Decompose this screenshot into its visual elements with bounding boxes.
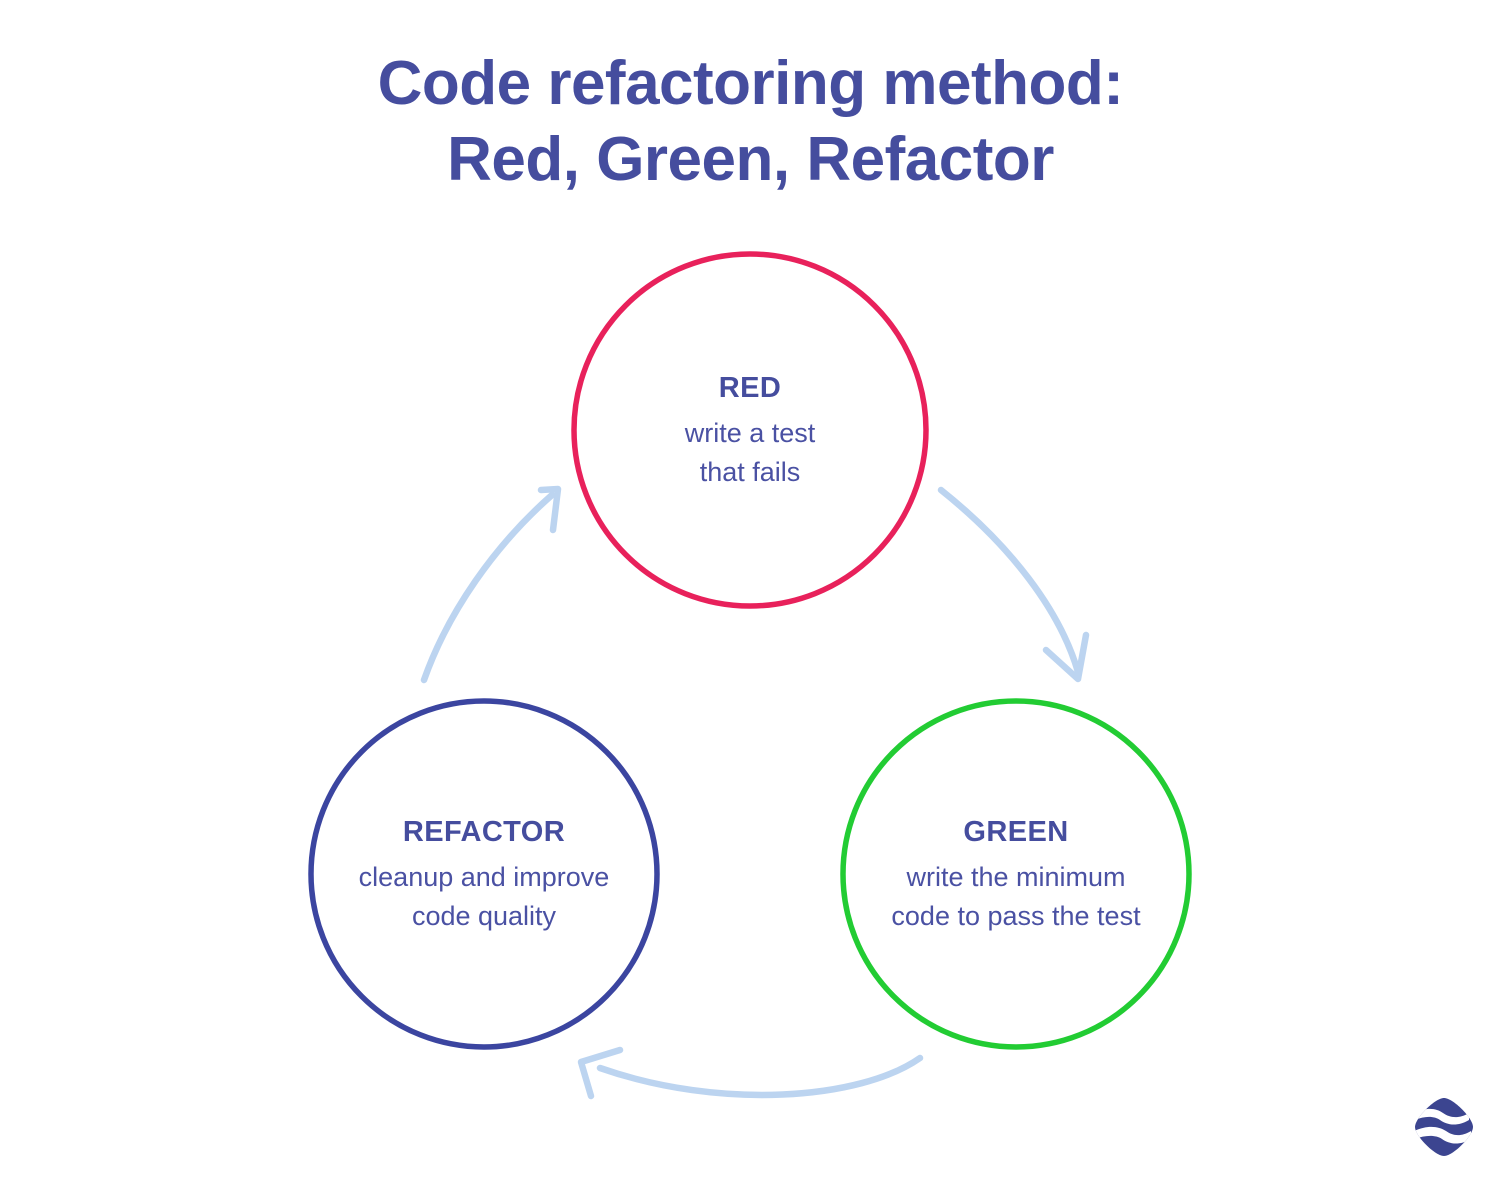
brand-logo-shape [1415, 1098, 1473, 1156]
arrow-red-to-green [937, 486, 1090, 683]
node-circle-green[interactable] [840, 698, 1192, 1050]
brand-logo-icon [1415, 1098, 1473, 1156]
arrow-green-to-refactor-shaft [596, 1054, 924, 1099]
arrow-red-to-green-shaft [937, 486, 1082, 676]
arrow-green-to-refactor [577, 1046, 924, 1100]
page-title-line-1: Code refactoring method: [377, 49, 1124, 118]
arrow-green-to-refactor-head [577, 1046, 624, 1100]
node-circle-red[interactable] [571, 251, 929, 609]
page-title: Code refactoring method: Red, Green, Ref… [0, 46, 1501, 197]
page-title-line-2: Red, Green, Refactor [447, 124, 1054, 194]
arrow-refactor-to-red [420, 485, 562, 684]
arrow-refactor-to-red-shaft [420, 491, 556, 684]
node-circle-refactor[interactable] [308, 698, 660, 1050]
arrow-refactor-to-red-head [537, 485, 562, 534]
arrow-red-to-green-head [1042, 631, 1090, 683]
